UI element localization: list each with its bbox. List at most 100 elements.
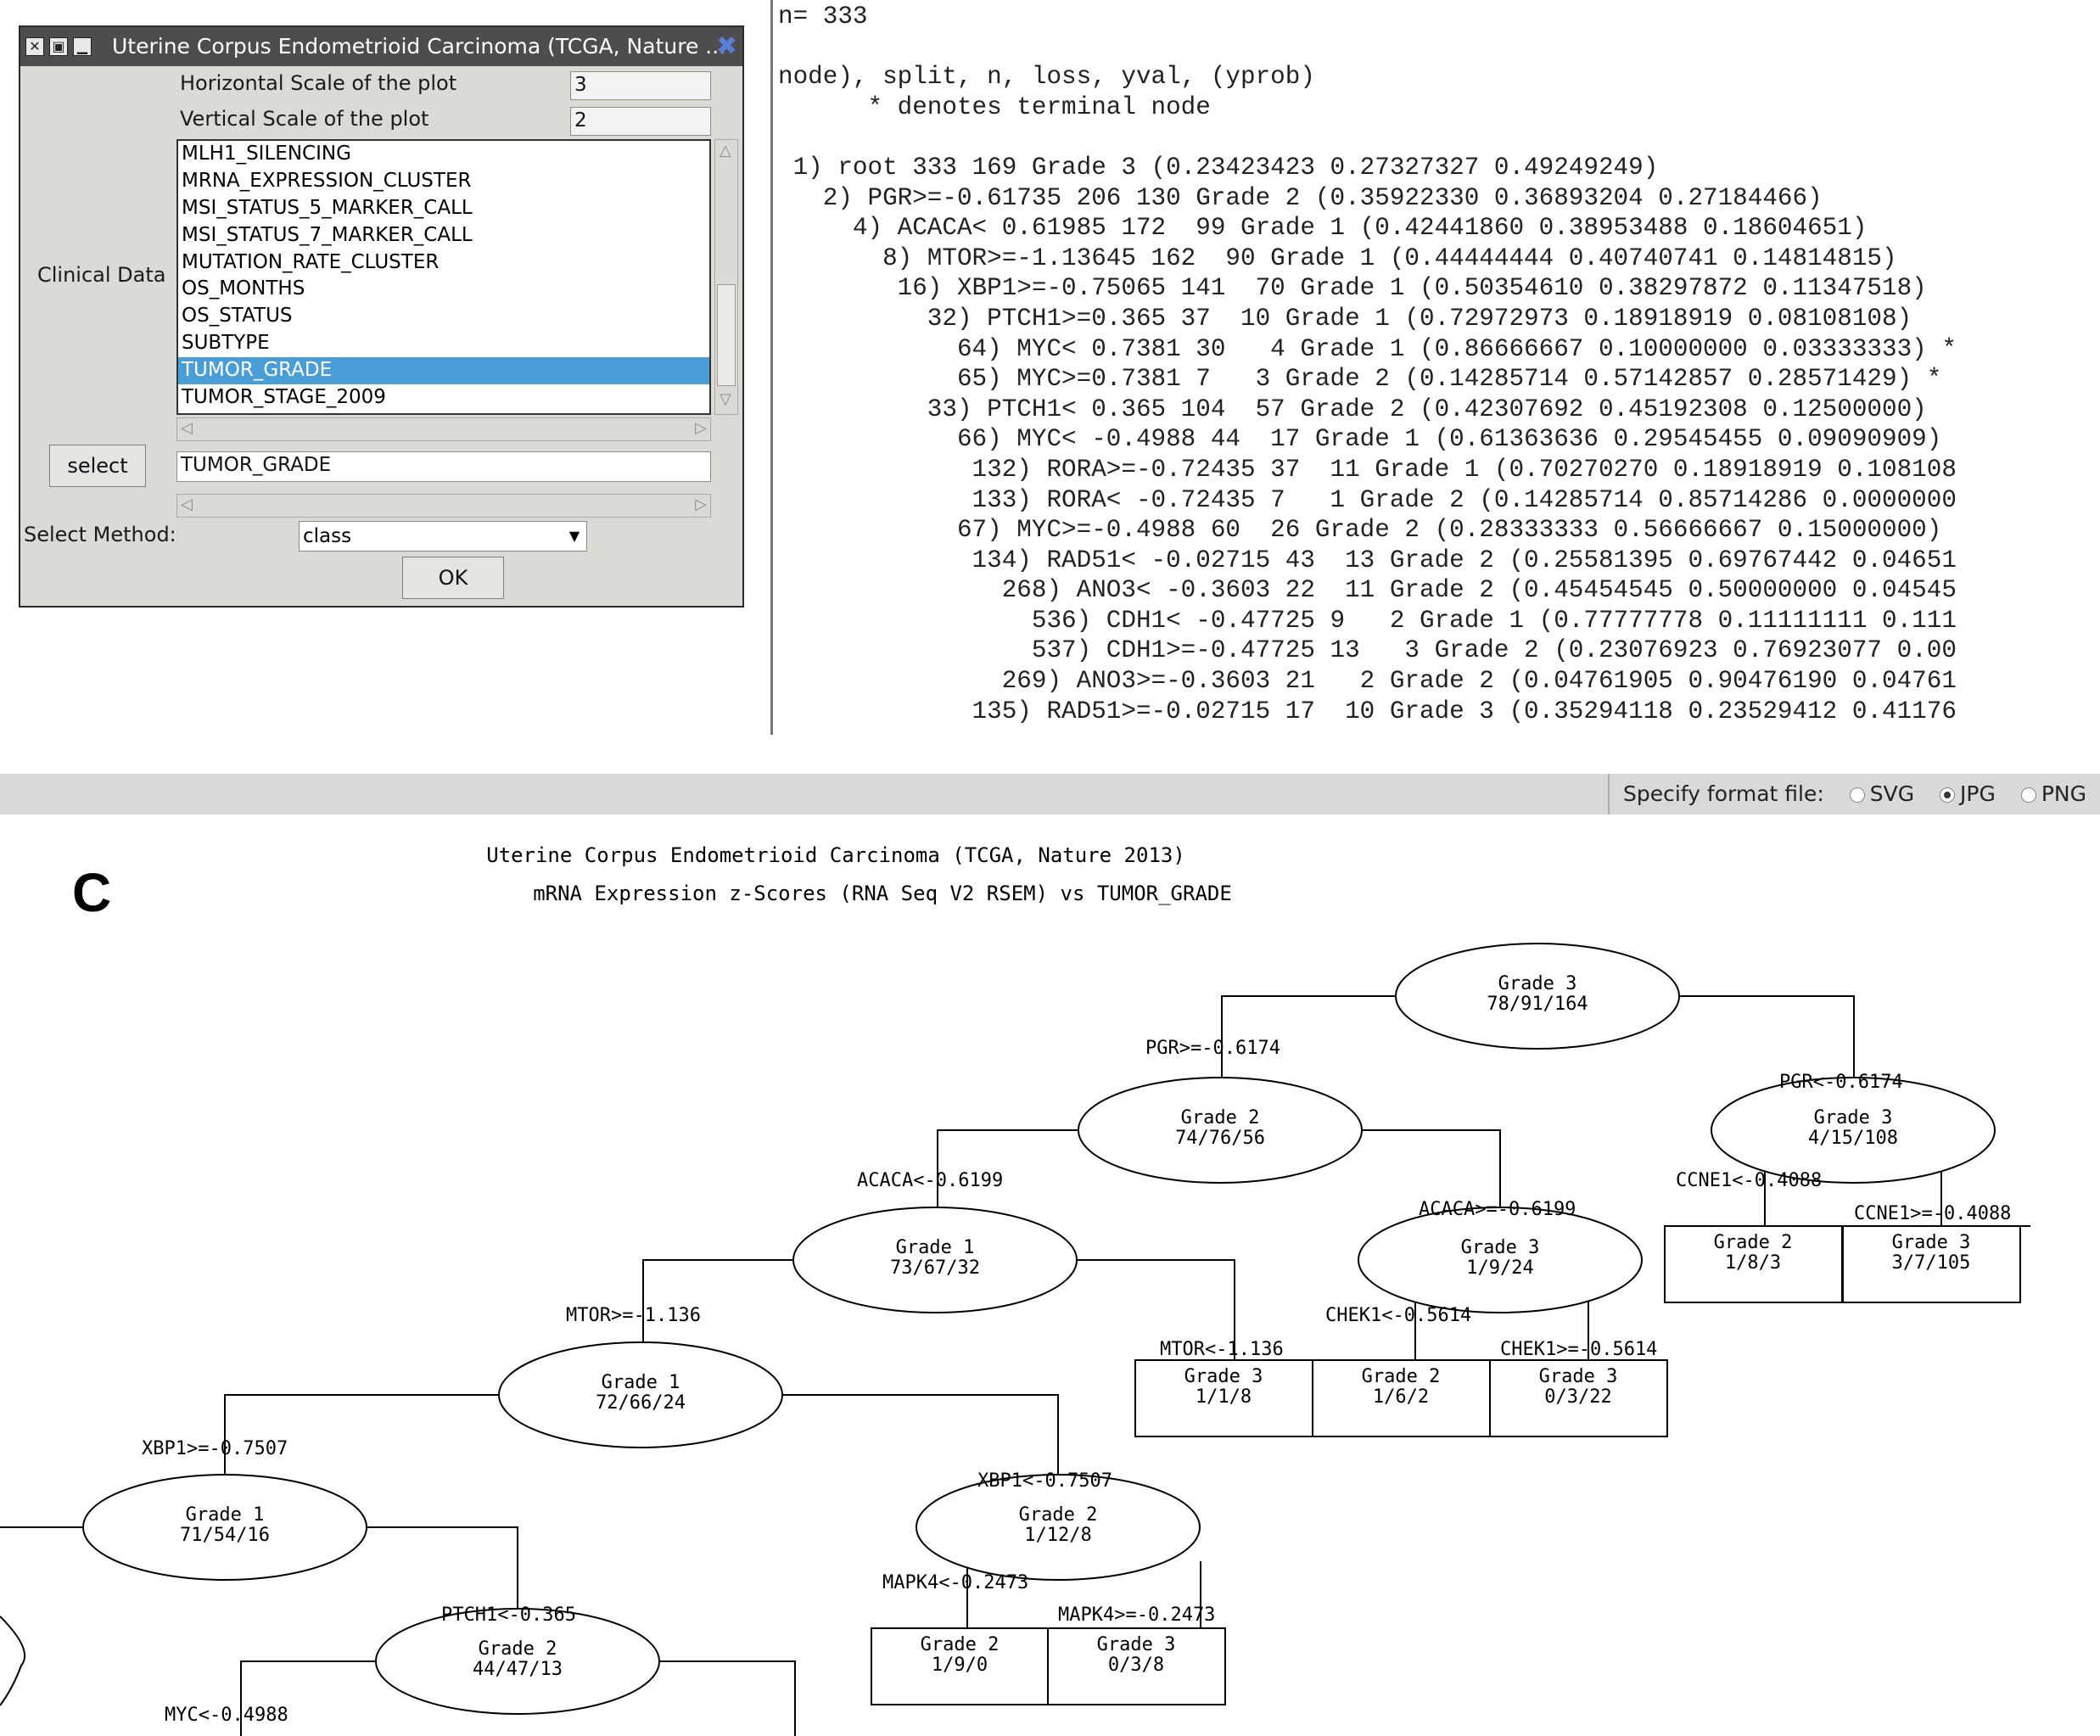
format-options: Specify format file: SVG JPG PNG [1608,774,2100,815]
radio-jpg-label[interactable]: JPG [1960,781,1996,806]
tree-node-counts: 71/54/16 [180,1525,270,1546]
tree-node-label: Grade 1 [602,1372,680,1393]
tree-node-counts: 78/91/164 [1487,994,1588,1015]
tree-leaf-box [1842,1225,2021,1303]
plot-subtitle: mRNA Expression z-Scores (RNA Seq V2 RSE… [533,882,1232,905]
clinical-data-label: Clinical Data [37,263,166,287]
clinical-list-item[interactable]: MLH1_SILENCING [182,143,351,165]
scroll-left-icon[interactable]: ◁ [181,496,193,513]
tree-node-label: Grade 3 [1461,1237,1540,1258]
tree-edge [1074,1259,1235,1360]
tree-leaf-counts: 1/6/2 [1373,1386,1429,1408]
tree-leaf-box [1047,1627,1226,1705]
tree-node-label: Grade 2 [479,1638,557,1660]
scroll-right-icon[interactable]: ▷ [695,496,707,513]
radio-jpg[interactable] [1940,787,1956,803]
tree-split-label: XBP1>=-0.7507 [142,1438,288,1459]
tree-edge [365,1526,518,1609]
tree-leaf-box [1664,1225,1843,1303]
clinical-list-item[interactable]: MSI_STATUS_5_MARKER_CALL [182,196,473,219]
panel-letter-c: C [72,862,112,923]
tree-split-labels: PGR>=-0.6174PGR<-0.6174ACACA<-0.6199ACAC… [142,1038,2011,1726]
clinical-list-item[interactable]: MUTATION_RATE_CLUSTER [182,250,440,273]
tree-edge [224,1394,501,1475]
tree-leaf-counts: 0/3/8 [1108,1655,1164,1676]
tree-split-label: ACACA>=-0.6199 [1419,1199,1576,1220]
v-scale-label: Vertical Scale of the plot [180,107,429,131]
tree-split-label: MAPK4<-0.2473 [882,1572,1028,1593]
radio-png[interactable] [2020,787,2036,803]
clinical-list-item[interactable]: OS_STATUS [182,305,293,328]
h-scale-input[interactable]: 3 [570,71,711,100]
dialog-title-bar: ✕ ▣ ▁ Uterine Corpus Endometrioid Carcin… [20,27,742,66]
scroll-down-icon[interactable]: ▽ [720,390,731,408]
radio-png-label[interactable]: PNG [2041,781,2086,806]
tree-node-ellipse [375,1608,660,1715]
maximize-icon[interactable]: ▣ [49,37,68,56]
tree-split-label: ACACA<-0.6199 [857,1170,1003,1191]
clinical-list-item[interactable]: OS_MONTHS [182,277,305,300]
tree-node-counts: 72/66/24 [596,1392,686,1414]
tree-leaf-counts: 1/1/8 [1196,1386,1252,1408]
chevron-down-icon[interactable]: ▼ [568,528,580,544]
tree-node-label: Grade 1 [186,1504,265,1526]
tree-leaf-box [1489,1359,1668,1437]
scroll-thumb[interactable] [717,284,736,386]
console-text: n= 333 node), split, n, loss, yval, (ypr… [778,3,1957,725]
tree-node-label: Grade 2 [1019,1504,1098,1526]
list-vertical-scrollbar[interactable]: △ ▽ [714,139,738,415]
tree-node-ellipse [1395,943,1680,1050]
tree-leaf-counts: 3/7/105 [1892,1252,1971,1274]
tree-leaf-label: Grade 2 [1362,1366,1441,1387]
tree-node-counts: 44/47/13 [473,1659,563,1680]
tree-split-label: PTCH1<-0.365 [441,1604,576,1626]
tree-split-label: PGR<-0.6174 [1779,1072,1903,1093]
tree-split-label: MYC<-0.4988 [165,1705,288,1726]
tree-edge [781,1394,1059,1475]
tree-edge [937,1129,1078,1207]
tree-leaf-counts: 1/9/0 [932,1655,988,1676]
minimize-icon[interactable]: ▁ [73,37,92,56]
tree-node-label: Grade 3 [1814,1107,1893,1128]
clinical-list-item[interactable]: MSI_STATUS_7_MARKER_CALL [182,223,473,246]
clinical-list-item[interactable]: TUMOR_STAGE_2009 [182,386,386,409]
window-close-icon[interactable]: ✖ [715,31,737,61]
scroll-up-icon[interactable]: △ [720,142,731,160]
tree-split-label: CCNE1<-0.4088 [1676,1170,1822,1191]
tree-edge [1677,995,1855,1078]
method-select[interactable]: class ▼ [299,521,587,552]
method-label: Select Method: [24,523,176,546]
clinical-list-item[interactable]: TUMOR_GRADE [178,357,709,385]
clinical-data-dialog: ✕ ▣ ▁ Uterine Corpus Endometrioid Carcin… [19,25,744,608]
tree-leaf-label: Grade 3 [1097,1634,1176,1655]
tree-leaf-label: Grade 3 [1539,1366,1618,1387]
tree-split-label: MTOR>=-1.136 [566,1305,701,1326]
clinical-list-item[interactable]: MRNA_EXPRESSION_CLUSTER [182,169,472,192]
radio-svg-label[interactable]: SVG [1869,781,1915,806]
partial-node-ellipse [0,1616,25,1706]
tree-leaf-label: Grade 3 [1892,1232,1971,1253]
clinical-data-list[interactable]: MLH1_SILENCING MRNA_EXPRESSION_CLUSTER MSI… [176,139,711,415]
v-scale-input[interactable]: 2 [570,107,711,136]
scroll-right-icon[interactable]: ▷ [695,419,707,437]
tree-node-ellipse [1711,1077,1996,1184]
tree-leaf-box [871,1627,1050,1705]
tree-split-label: PGR>=-0.6174 [1145,1038,1280,1059]
tree-node-ellipse [1078,1077,1363,1184]
select-button[interactable]: select [49,445,146,487]
clinical-list-item[interactable]: SUBTYPE [182,332,270,355]
scroll-left-icon[interactable]: ◁ [181,419,193,437]
list-horizontal-scrollbar[interactable]: ◁ ▷ [176,417,711,441]
radio-svg[interactable] [1849,787,1865,803]
tree-node-label: Grade 1 [896,1237,975,1258]
selected-clinical-field[interactable]: TUMOR_GRADE [176,451,711,482]
tree-edge [1363,1129,1501,1207]
close-icon[interactable]: ✕ [25,37,44,56]
tree-edge [642,1259,796,1342]
tree-edge [1221,995,1397,1078]
tree-node-ellipse [82,1474,367,1581]
tree-leaf-counts: 1/8/3 [1725,1252,1781,1274]
ok-button[interactable]: OK [402,557,504,599]
field-horizontal-scrollbar[interactable]: ◁ ▷ [176,494,711,518]
